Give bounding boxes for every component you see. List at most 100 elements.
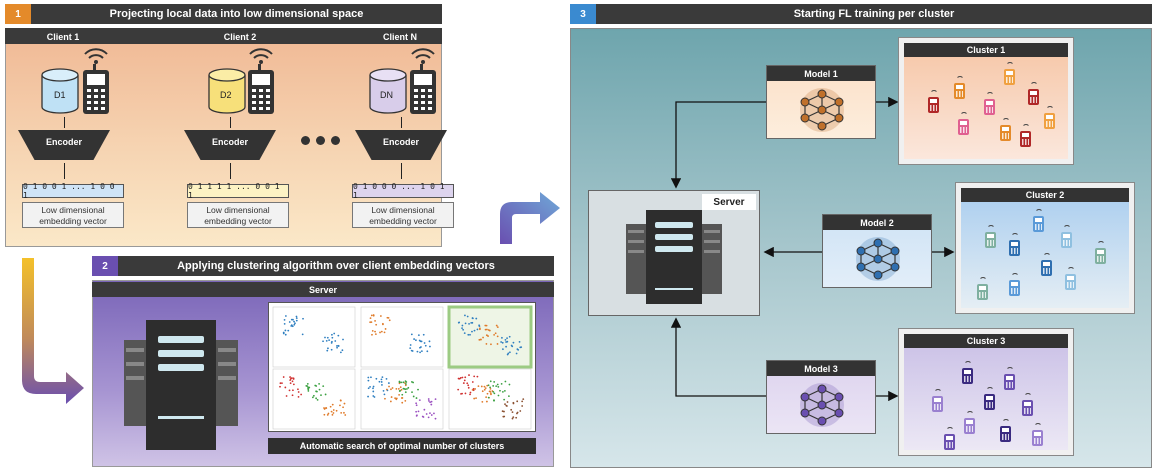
wifi-icon xyxy=(1022,124,1030,129)
wifi-icon xyxy=(1011,273,1019,278)
scatter-point xyxy=(490,343,492,346)
scatter-point xyxy=(323,413,326,416)
scatter-point xyxy=(297,391,300,393)
scatter-point xyxy=(283,322,286,325)
scatter-point xyxy=(506,337,508,340)
scatter-point xyxy=(464,314,466,317)
scatter-point xyxy=(478,324,481,327)
scatter-point xyxy=(461,392,463,395)
scatter-point xyxy=(411,350,414,352)
arrow-2b xyxy=(230,163,231,179)
scatter-point xyxy=(372,395,375,397)
scatter-point xyxy=(405,388,408,390)
scatter-point xyxy=(415,397,418,399)
scatter-point xyxy=(504,380,507,383)
scatter-point xyxy=(343,411,345,414)
section2-header: 2 Applying clustering algorithm over cli… xyxy=(92,256,554,276)
scatter-point xyxy=(289,376,291,378)
scatter-point xyxy=(398,380,401,383)
scatter-point xyxy=(325,339,328,342)
client-2-embedding-bits: 0 1 1 1 1 ... 0 0 1 1 xyxy=(187,182,289,200)
client-n-encoder: Encoder xyxy=(355,130,447,160)
scatter-point xyxy=(315,390,318,393)
scatter-point xyxy=(371,333,373,336)
scatter-point xyxy=(497,394,500,397)
scatter-point xyxy=(504,338,507,341)
scatter-point xyxy=(412,395,415,398)
client-1-label: Client 1 xyxy=(46,32,80,42)
wifi-icon xyxy=(1011,233,1019,238)
scatter-point xyxy=(485,324,488,327)
scatter-point xyxy=(520,346,523,349)
wifi-icon xyxy=(930,90,938,95)
scatter-point xyxy=(483,388,486,391)
scatter-point xyxy=(457,321,460,324)
scatter-point xyxy=(390,396,393,398)
client-n-database-icon xyxy=(369,68,407,114)
scatter-point xyxy=(404,399,407,402)
scatter-point xyxy=(380,381,383,383)
model-3-box: Model 3 xyxy=(766,360,876,434)
scatter-point xyxy=(374,333,377,336)
scatter-point xyxy=(482,336,484,339)
scatter-point xyxy=(474,388,476,390)
scatter-point xyxy=(427,400,430,402)
scatter-point xyxy=(496,326,499,328)
scatter-point xyxy=(496,383,499,386)
cluster-3-box: Cluster 3 xyxy=(898,328,1074,456)
client-n-label: Client N xyxy=(382,32,417,42)
client-phone-icon xyxy=(1020,131,1031,147)
scatter-point xyxy=(483,385,486,388)
scatter-point xyxy=(416,350,419,353)
scatter-point xyxy=(367,379,370,382)
scatter-point xyxy=(471,317,474,320)
scatter-point xyxy=(292,383,295,386)
embedding-label-line1: Low dimensional xyxy=(371,205,435,215)
wifi-icon xyxy=(934,389,942,394)
scatter-point xyxy=(461,376,464,379)
scatter-point xyxy=(293,320,295,323)
scatter-point xyxy=(422,333,425,336)
scatter-point xyxy=(508,395,510,398)
scatter-point xyxy=(284,329,287,332)
client-1-encoder: Encoder xyxy=(18,130,110,160)
section3-title: Starting FL training per cluster xyxy=(793,8,955,20)
scatter-point xyxy=(464,376,467,379)
client-phone-icon xyxy=(1022,400,1033,416)
scatter-point xyxy=(521,405,524,407)
scatter-point xyxy=(372,390,375,393)
scatter-point xyxy=(515,416,518,419)
scatter-point xyxy=(284,333,287,336)
scatter-point xyxy=(378,380,381,383)
scatter-point xyxy=(381,384,383,386)
section2-server-bar: Server xyxy=(92,282,554,297)
scatter-point xyxy=(390,388,392,391)
scatter-point xyxy=(380,378,383,381)
scatter-point xyxy=(499,389,501,392)
client-2-label: Client 2 xyxy=(223,32,257,42)
scatter-point xyxy=(400,381,403,384)
embedding-label-line2: embedding vector xyxy=(369,216,437,226)
scatter-point xyxy=(367,376,370,379)
scatter-point xyxy=(489,387,492,390)
scatter-point xyxy=(429,345,431,348)
section2-server-icon xyxy=(124,320,238,450)
scatter-point xyxy=(469,391,472,394)
section3-server-icon xyxy=(626,210,722,304)
scatter-point xyxy=(297,395,300,398)
cluster-1-label: Cluster 1 xyxy=(904,43,1068,57)
scatter-point xyxy=(463,379,466,382)
scatter-point xyxy=(388,319,391,322)
scatter-point xyxy=(284,315,287,317)
scatter-point xyxy=(279,382,282,385)
scatter-point xyxy=(519,410,522,412)
scatter-point xyxy=(311,396,314,399)
scatter-point xyxy=(401,401,404,404)
scatter-point xyxy=(425,413,428,415)
scatter-point xyxy=(336,346,338,349)
scatter-point xyxy=(369,317,372,319)
scatter-point xyxy=(487,396,490,399)
embedding-label-line2: embedding vector xyxy=(39,216,107,226)
scatter-point xyxy=(292,389,294,392)
scatter-point xyxy=(401,393,404,396)
